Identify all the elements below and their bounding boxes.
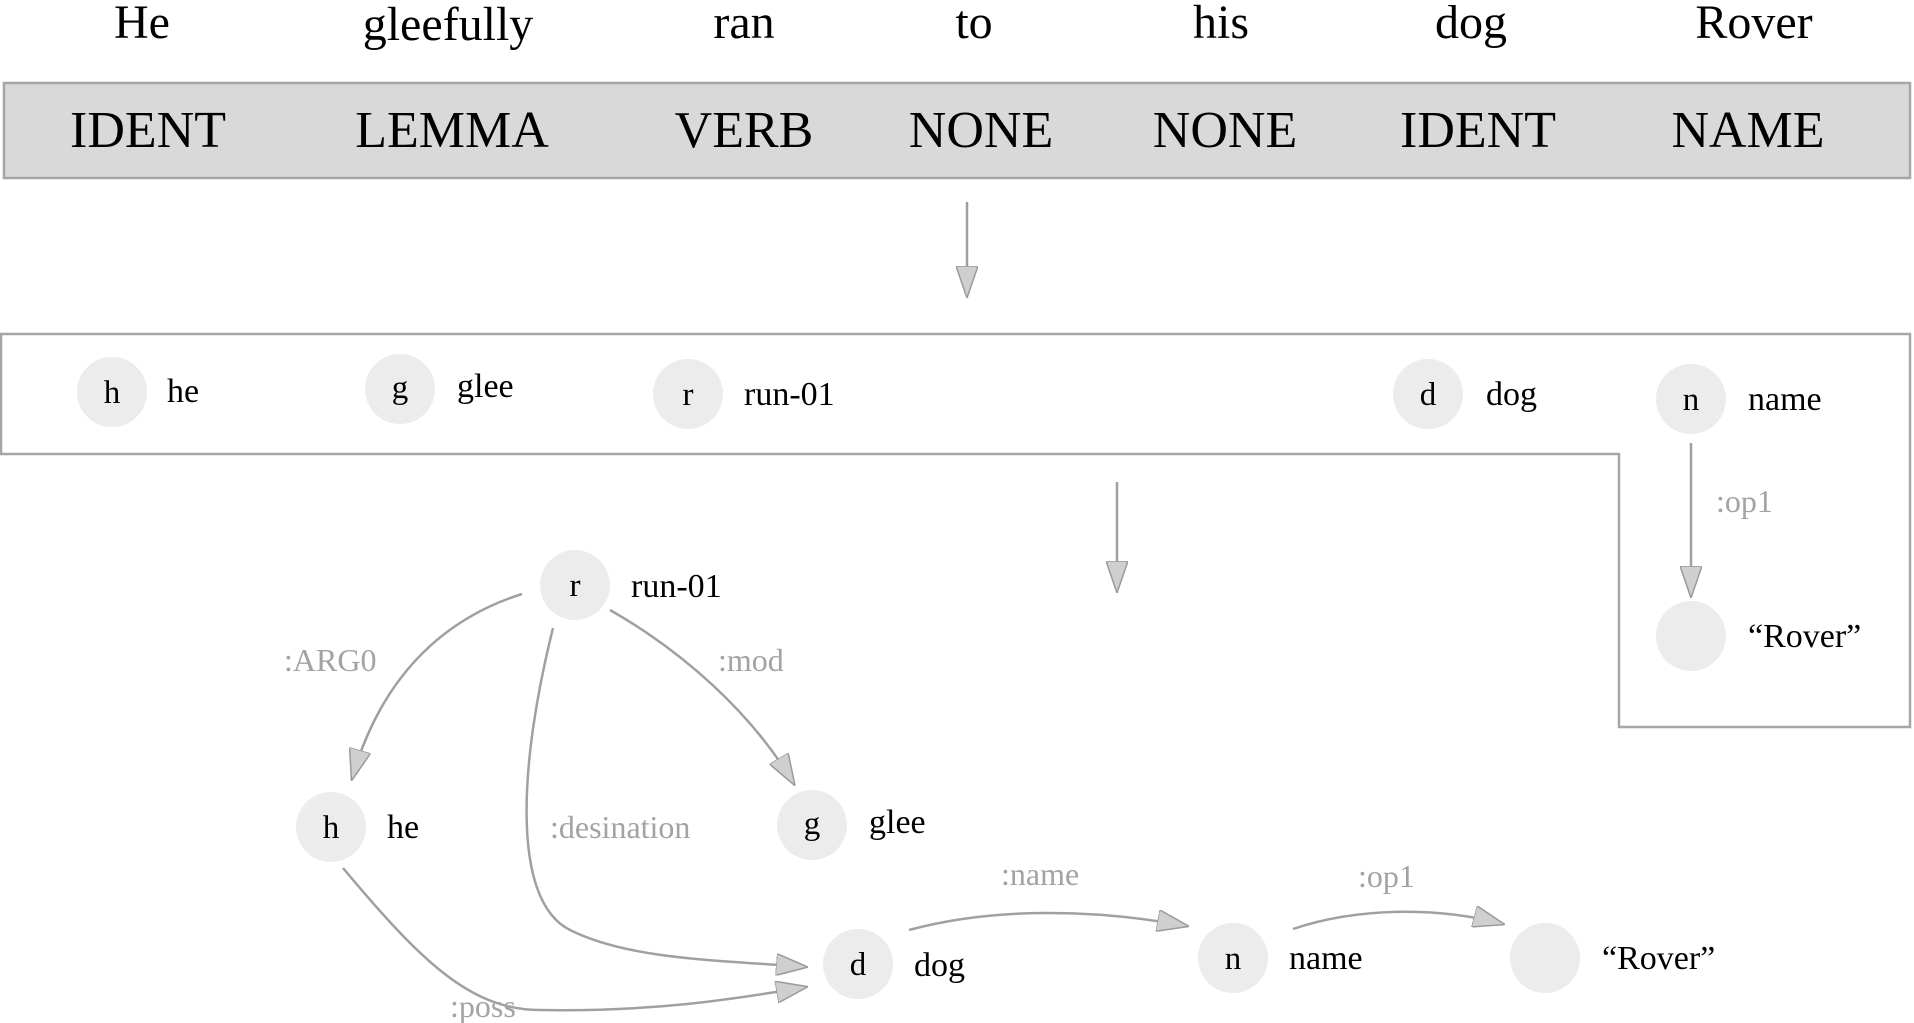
tag-label: VERB (675, 102, 814, 159)
edge-label: :op1 (1358, 858, 1415, 894)
node-circle (777, 790, 847, 860)
node-circle (365, 354, 435, 424)
node-concept: name (1289, 940, 1363, 977)
node-variable: h (104, 375, 121, 411)
node-concept: glee (869, 804, 926, 841)
node-concept: dog (914, 947, 965, 984)
edge-destination (525, 627, 806, 967)
node-concept: he (167, 373, 199, 410)
token: to (955, 0, 992, 49)
edge-label: :ARG0 (284, 642, 376, 678)
node-variable: n (1225, 941, 1242, 977)
concept-box (0, 332, 1912, 729)
node-concept: he (387, 809, 419, 846)
token: Rover (1695, 0, 1812, 49)
node-variable: g (804, 806, 821, 842)
edge-poss (342, 867, 806, 1012)
node-circle (77, 357, 147, 427)
edge-name (908, 913, 1187, 930)
tag-label: NONE (909, 102, 1053, 159)
node-concept: “Rover” (1748, 618, 1861, 655)
node-concept: run-01 (631, 568, 722, 605)
tag-box: IDENT LEMMA VERB NONE NONE IDENT NAME (2, 81, 1912, 180)
node-concept: dog (1486, 376, 1537, 413)
node-circle (1656, 601, 1726, 671)
edge-label: :desination (550, 809, 690, 845)
node-circle (1656, 364, 1726, 434)
node-variable: r (570, 568, 581, 604)
tag-box-background (2, 81, 1912, 180)
token: He (114, 0, 170, 49)
node-concept: run-01 (744, 376, 835, 413)
edge-op1 (1292, 912, 1503, 931)
node-circle (296, 792, 366, 862)
node-circle (1510, 923, 1580, 993)
tag-label: IDENT (1400, 102, 1556, 159)
edge-label: :name (1001, 856, 1079, 892)
node-circle (1393, 359, 1463, 429)
edge-label: :mod (718, 642, 784, 678)
concept-nodes: h he g glee r run-01 d dog n name :op1 “… (77, 354, 1861, 671)
token: dog (1435, 0, 1507, 49)
token: his (1193, 0, 1249, 49)
token: gleefully (363, 0, 534, 51)
node-circle (823, 929, 893, 999)
node-concept: “Rover” (1602, 940, 1715, 977)
edge-label: :op1 (1716, 483, 1773, 519)
node-variable: d (850, 947, 867, 983)
tag-label: LEMMA (355, 102, 549, 159)
node-concept: glee (457, 368, 514, 405)
token: ran (713, 0, 774, 49)
token-row: He gleefully ran to his dog Rover (114, 0, 1813, 51)
node-circle (540, 550, 610, 620)
edge-mod (609, 608, 794, 784)
node-circle (653, 359, 723, 429)
node-variable: g (392, 370, 409, 406)
edge-label: :poss (450, 988, 516, 1023)
tag-label: IDENT (70, 102, 226, 159)
node-variable: h (323, 810, 340, 846)
tag-label: NAME (1671, 102, 1824, 159)
node-variable: n (1683, 382, 1700, 418)
node-circle (1198, 923, 1268, 993)
node-variable: d (1420, 377, 1437, 413)
amr-graph: :ARG0 :mod :desination :poss :name :op1 … (284, 550, 1715, 1023)
edge-arg0 (352, 592, 523, 779)
tag-label: NONE (1153, 102, 1297, 159)
node-concept: name (1748, 381, 1822, 418)
node-variable: r (683, 377, 694, 413)
